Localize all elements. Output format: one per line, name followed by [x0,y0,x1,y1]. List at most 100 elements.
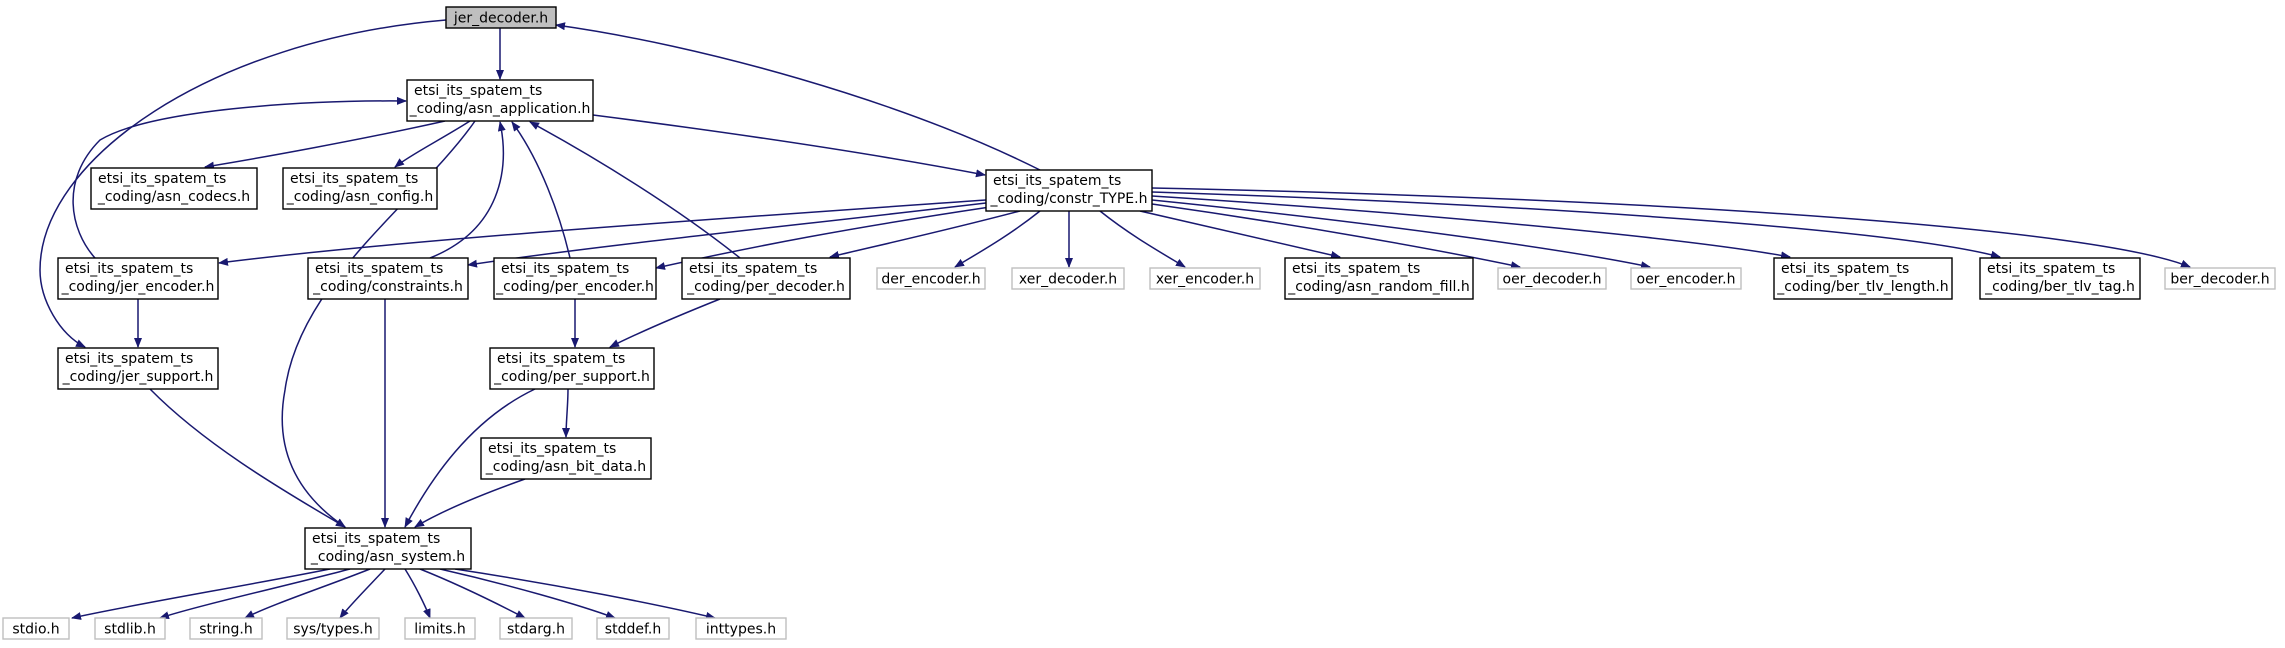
node-label-line: _coding/asn_application.h [409,101,591,117]
node-box [94,617,166,640]
node-box [681,257,851,300]
node-label-line: _coding/ber_tlv_tag.h [1984,279,2135,295]
node-box [90,167,258,210]
node-label-line: _coding/jer_support.h [62,369,214,385]
edge-line [404,568,431,619]
node-label-line: etsi_its_spatem_ts [993,173,1121,189]
node-label-line: stdio.h [12,622,59,638]
edge-constr-TYPE-to-per-decoder [829,210,1021,259]
node-box [695,617,787,640]
node-label-line: sys/types.h [293,622,372,638]
node-box [57,347,219,390]
edge-line [1151,187,2191,268]
edge-line [829,210,1021,259]
node-ber-tlv-length[interactable]: etsi_its_spatem_ts_coding/ber_tlv_length… [1773,257,1953,300]
edge-per-support-to-asn-system [404,388,536,528]
node-ber-decoder: ber_decoder.h [2164,267,2276,290]
node-box [1011,267,1125,290]
node-jer-decoder[interactable]: jer_decoder.h [445,6,557,29]
node-label-line: etsi_its_spatem_ts [1292,261,1420,277]
node-label-line: etsi_its_spatem_ts [315,261,443,277]
edge-line [159,568,351,620]
edge-asn-bit-data-to-asn-system [414,478,526,528]
node-label-line: etsi_its_spatem_ts [1987,261,2115,277]
node-label-line: stdlib.h [104,622,156,638]
node-label-line: inttypes.h [706,622,776,638]
node-stddef: stddef.h [596,617,670,640]
node-label-line: _coding/asn_codecs.h [97,189,250,205]
edge-line [404,388,536,528]
edge-constr-TYPE-to-ber-decoder [1151,187,2191,268]
edge-line [419,568,526,619]
node-per-encoder[interactable]: etsi_its_spatem_ts_coding/per_encoder.h [493,257,657,300]
node-label-line: _coding/jer_encoder.h [61,279,215,295]
edge-asn-system-to-limits [404,568,431,619]
node-der-encoder: der_encoder.h [876,267,986,290]
node-asn-random-fill[interactable]: etsi_its_spatem_ts _coding/asn_random_fil… [1284,257,1474,300]
edge-asn-application-to-asn-config [394,120,471,168]
edge-constr-TYPE-to-der-encoder [954,210,1041,268]
edge-asn-system-to-inttypes [454,568,716,620]
edge-asn-system-to-stdarg [419,568,526,619]
node-label-line: etsi_its_spatem_ts [414,83,542,99]
edge-constr-TYPE-to-oer-encoder [1151,199,1651,270]
node-box [1630,267,1742,290]
node-constraints[interactable]: etsi_its_spatem_ts _coding/constraints.h [307,257,469,300]
node-label-line: oer_encoder.h [1637,272,1736,288]
edge-line [954,210,1041,268]
edge-line [204,120,446,170]
edge-line [1151,195,1791,260]
node-label-line: limits.h [414,622,465,638]
node-box [1497,267,1607,290]
node-box [876,267,986,290]
edge-per-decoder-to-asn-application [529,121,741,259]
node-asn-application[interactable]: etsi_its_spatem_ts _coding/asn_applicatio… [406,79,594,122]
node-asn-config[interactable]: etsi_its_spatem_ts_coding/asn_config.h [282,167,438,210]
edge-constr-TYPE-to-asn-random-fill [1139,210,1341,259]
node-label-line: etsi_its_spatem_ts [65,261,193,277]
edge-line [1099,210,1186,268]
edge-line [467,202,987,268]
edge-asn-system-to-string [244,568,371,619]
edge-asn-system-to-stdlib [159,568,351,620]
node-label-line: string.h [199,622,253,638]
node-label-line: stddef.h [605,622,661,638]
node-asn-system[interactable]: etsi_its_spatem_ts_coding/asn_system.h [304,527,472,570]
node-asn-codecs[interactable]: etsi_its_spatem_ts_coding/asn_codecs.h [90,167,258,210]
node-per-decoder[interactable]: etsi_its_spatem_ts_coding/per_decoder.h [681,257,851,300]
node-label-line: etsi_its_spatem_ts [290,171,418,187]
node-constr-TYPE[interactable]: etsi_its_spatem_ts_coding/constr_TYPE.h [985,169,1153,212]
node-label-line: _coding/asn_system.h [310,549,465,565]
node-label-line: etsi_its_spatem_ts [497,351,625,367]
node-asn-bit-data[interactable]: etsi_its_spatem_ts_coding/asn_bit_data.h [480,437,652,480]
edge-per-support-to-asn-bit-data [562,388,571,438]
edge-line [429,121,506,259]
node-jer-support[interactable]: etsi_its_spatem_ts _coding/jer_support.h [57,347,219,390]
node-label-line: oer_decoder.h [1503,272,1602,288]
node-oer-decoder: oer_decoder.h [1497,267,1607,290]
edge-line [39,19,447,348]
node-jer-encoder[interactable]: etsi_its_spatem_ts _coding/jer_encoder.h [57,257,219,300]
node-label-line: etsi_its_spatem_ts [501,261,629,277]
edge-constr-TYPE-to-constraints [467,202,987,268]
node-label-line: _coding/asn_random_fill.h [1287,279,1469,295]
edge-line [149,388,346,528]
node-label-line: _coding/constraints.h [312,279,463,295]
edge-constr-TYPE-to-ber-tlv-tag [1151,191,2001,259]
node-label-line: stdarg.h [507,622,565,638]
node-label-line: _coding/ber_tlv_length.h [1776,279,1948,295]
edge-line [562,388,571,438]
node-ber-tlv-tag[interactable]: etsi_its_spatem_ts _coding/ber_tlv_tag.h [1979,257,2141,300]
node-label-line: etsi_its_spatem_ts [65,351,193,367]
node-oer-encoder: oer_encoder.h [1630,267,1742,290]
node-xer-decoder: xer_decoder.h [1011,267,1125,290]
node-stdarg: stdarg.h [499,617,573,640]
node-xer-encoder: xer_encoder.h [1149,267,1261,290]
edge-asn-application-to-constr-TYPE [592,114,986,178]
edge-line [71,568,331,620]
node-per-support[interactable]: etsi_its_spatem_ts_coding/per_support.h [489,347,655,390]
edge-per-encoder-to-asn-application [511,121,571,259]
edge-constr-TYPE-to-oer-decoder [1151,203,1521,270]
node-stdio: stdio.h [2,617,70,640]
